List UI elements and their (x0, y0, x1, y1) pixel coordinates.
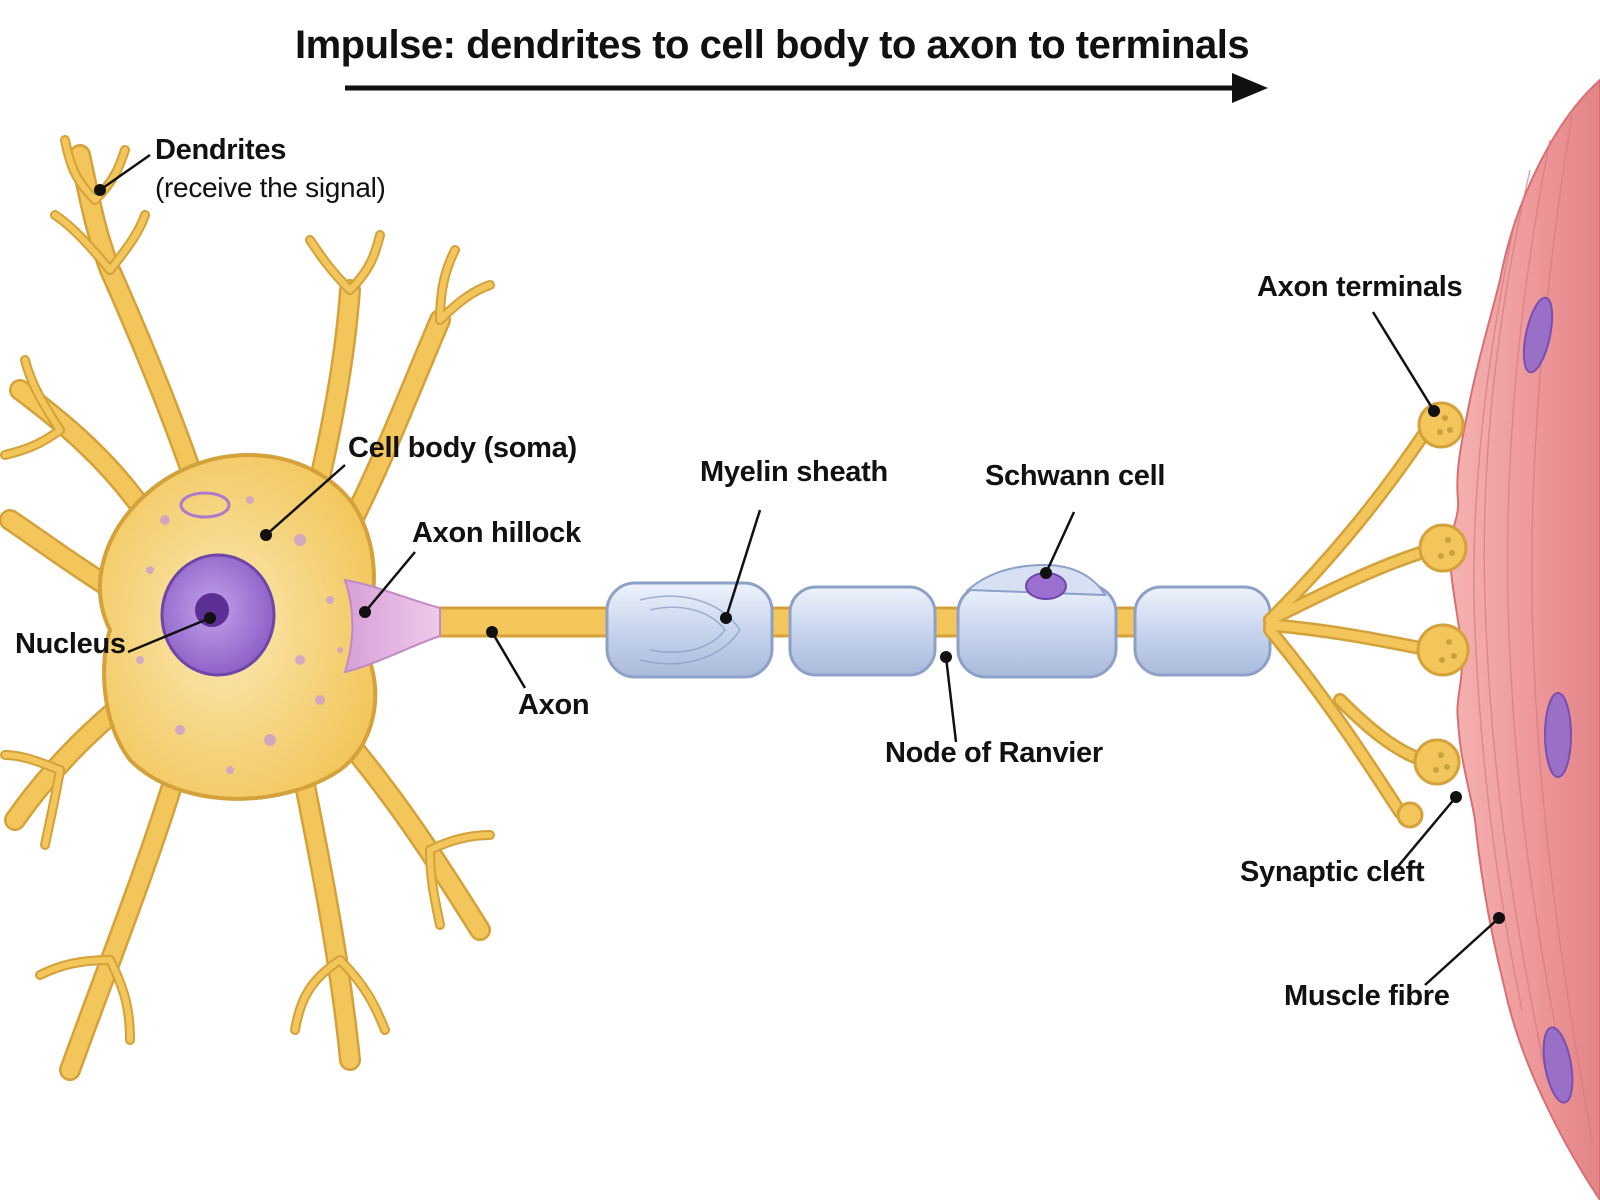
axon-hillock (343, 578, 441, 674)
label-muscle-fibre: Muscle fibre (1284, 980, 1450, 1012)
myelin-segment (1133, 585, 1272, 677)
label-dendrites-note: (receive the signal) (155, 172, 386, 203)
nucleus (160, 553, 276, 677)
terminal-bouton (1418, 523, 1468, 573)
myelin-sheath (605, 581, 1272, 679)
muscle-nucleus (1522, 296, 1554, 374)
terminal-bouton (1396, 801, 1424, 829)
terminal-bouton (1413, 738, 1461, 786)
terminal-bouton (1417, 401, 1465, 449)
organelle (179, 491, 231, 519)
leader-dots (94, 184, 1505, 924)
myelin-segment (956, 583, 1118, 679)
muscle-fibre (1448, 78, 1600, 1200)
label-synaptic-cleft: Synaptic cleft (1240, 856, 1425, 888)
muscle-nucleus (1542, 1026, 1574, 1104)
terminal-bouton (1416, 623, 1470, 677)
label-dendrites: Dendrites (155, 134, 287, 166)
label-axon: Axon (518, 689, 590, 721)
label-cell-body: Cell body (soma) (348, 432, 577, 464)
myelin-segment (788, 585, 937, 677)
diagram-title: Impulse: dendrites to cell body to axon … (295, 23, 1250, 67)
label-axon-terminals: Axon terminals (1257, 271, 1463, 303)
label-schwann-cell: Schwann cell (985, 460, 1166, 492)
label-axon-hillock: Axon hillock (412, 517, 581, 549)
axon-terminals (1263, 401, 1470, 829)
myelin-segment (605, 581, 774, 679)
label-myelin-sheath: Myelin sheath (700, 456, 888, 488)
muscle-nucleus (1544, 692, 1572, 778)
schwann-cell (965, 563, 1107, 600)
label-node-of-ranvier: Node of Ranvier (885, 737, 1103, 769)
impulse-arrow (345, 73, 1268, 103)
label-nucleus: Nucleus (15, 628, 126, 660)
leader-lines (99, 153, 1500, 986)
